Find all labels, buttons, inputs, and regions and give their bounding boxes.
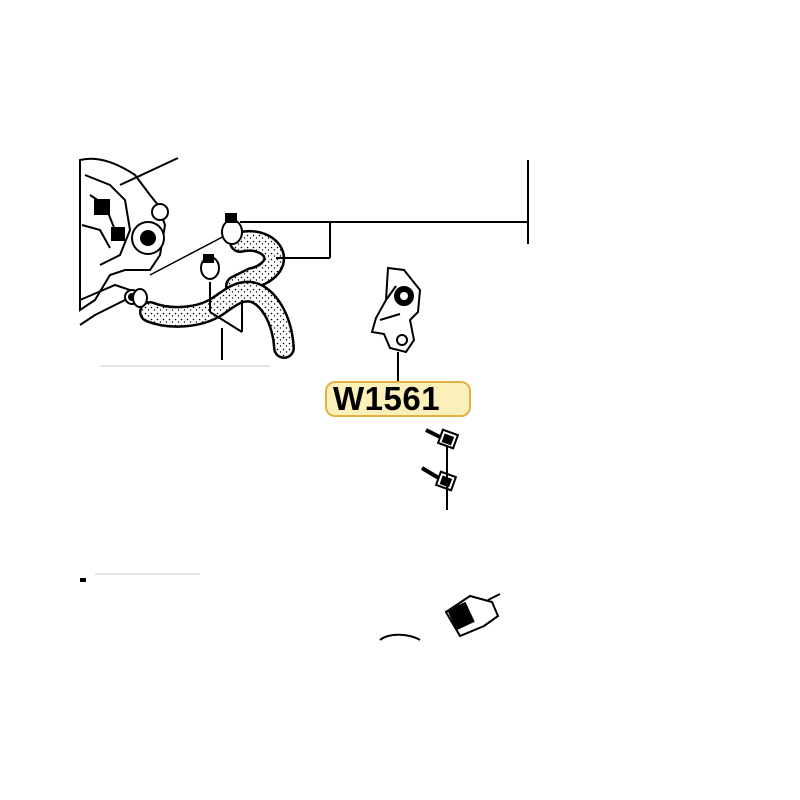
part-number-label[interactable]: W1561 [325, 381, 471, 417]
engine-leader-line [119, 157, 179, 186]
upper-hose-clamp [221, 213, 243, 245]
bolt-lower [420, 466, 458, 492]
lower-hose [139, 280, 295, 359]
lower-hose-clamp [132, 254, 220, 308]
bolt-upper [425, 428, 460, 450]
hose-leader-lines [209, 160, 529, 360]
bracket-part [370, 266, 422, 354]
engine-leader-line-lower [149, 231, 233, 276]
upper-hose [225, 230, 286, 297]
edge-mark [80, 578, 86, 582]
sensor-part [379, 593, 501, 641]
